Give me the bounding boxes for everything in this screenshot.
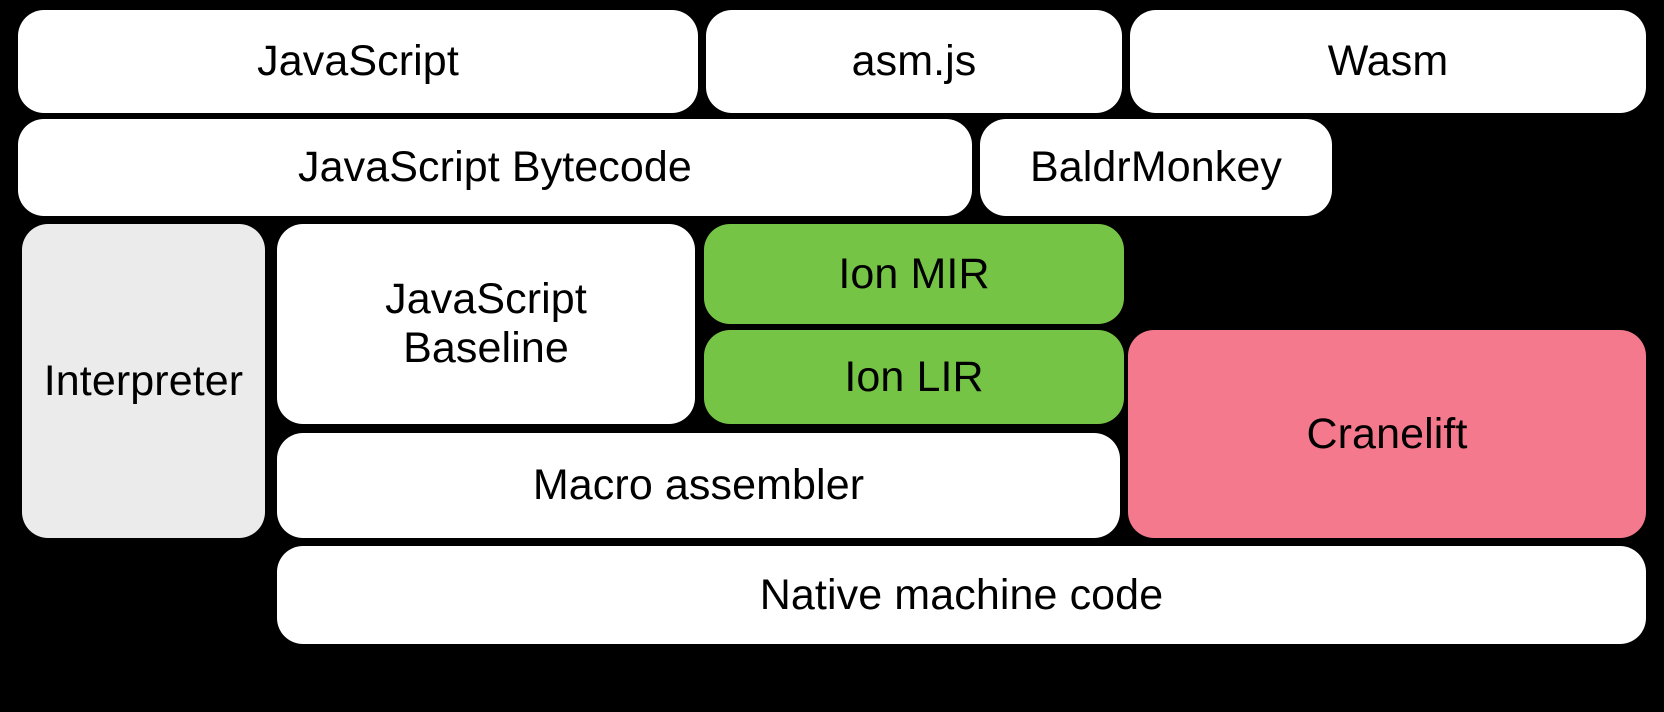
node-macro-assembler[interactable]: Macro assembler [277,433,1120,538]
node-ion-mir[interactable]: Ion MIR [704,224,1124,324]
node-cranelift[interactable]: Cranelift [1128,330,1646,538]
node-javascript-baseline[interactable]: JavaScript Baseline [277,224,695,424]
node-native-machine-code[interactable]: Native machine code [277,546,1646,644]
node-interpreter[interactable]: Interpreter [22,224,265,538]
node-baldrmonkey[interactable]: BaldrMonkey [980,119,1332,216]
node-javascript-bytecode[interactable]: JavaScript Bytecode [18,119,972,216]
node-wasm[interactable]: Wasm [1130,10,1646,113]
node-javascript[interactable]: JavaScript [18,10,698,113]
node-ion-lir[interactable]: Ion LIR [704,330,1124,424]
node-asm-js[interactable]: asm.js [706,10,1122,113]
